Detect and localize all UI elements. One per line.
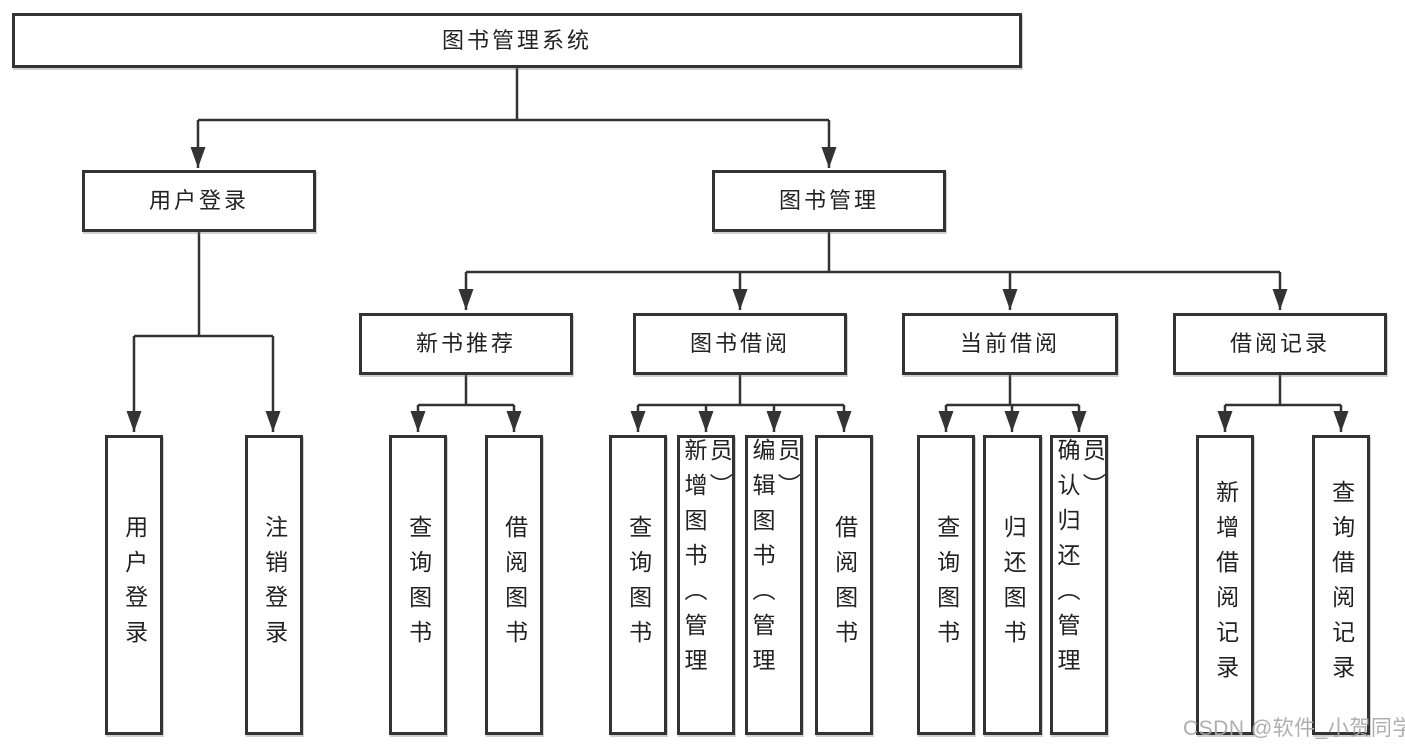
node-label: 确认归还（管理员）	[1054, 438, 1106, 683]
node-label: 查询图书	[933, 515, 960, 655]
node-root: 图书管理系统	[12, 13, 1022, 68]
leaf-borrow-books-recommend: 借阅图书	[485, 435, 543, 735]
node-new-book-recommendation: 新书推荐	[359, 313, 573, 375]
node-book-borrowing: 图书借阅	[633, 313, 847, 375]
leaf-query-books-current: 查询图书	[917, 435, 975, 735]
node-label: 用户登录	[121, 515, 148, 655]
node-label: 图书借阅	[689, 331, 790, 356]
node-label: 图书管理	[778, 188, 879, 213]
node-label: 图书管理系统	[441, 27, 592, 53]
node-label: 新书推荐	[415, 331, 516, 356]
node-user-login: 用户登录	[82, 170, 316, 232]
leaf-query-books-borrowing: 查询图书	[609, 435, 667, 735]
node-label: 借阅图书	[831, 515, 858, 655]
node-label: 用户登录	[148, 188, 249, 213]
node-label: 当前借阅	[959, 331, 1060, 356]
leaf-query-books-recommend: 查询图书	[389, 435, 447, 735]
leaf-edit-books-admin: 编辑图书（管理员）	[745, 435, 803, 735]
node-label: 新增图书（管理员）	[681, 438, 733, 683]
leaf-return-books: 归还图书	[983, 435, 1042, 735]
leaf-add-borrow-record: 新增借阅记录	[1196, 435, 1254, 735]
node-label: 新增借阅记录	[1212, 480, 1239, 690]
leaf-borrow-books: 借阅图书	[815, 435, 873, 735]
node-borrowing-records: 借阅记录	[1173, 313, 1387, 375]
node-label: 借阅图书	[501, 515, 528, 655]
node-label: 查询图书	[405, 515, 432, 655]
watermark: CSDN @软件_小贺同学	[1183, 717, 1405, 740]
node-book-management: 图书管理	[712, 170, 946, 232]
leaf-confirm-return-admin: 确认归还（管理员）	[1050, 435, 1108, 735]
leaf-add-books-admin: 新增图书（管理员）	[677, 435, 735, 735]
node-current-borrowing: 当前借阅	[902, 313, 1118, 375]
node-label: 借阅记录	[1229, 331, 1330, 356]
leaf-query-borrow-record: 查询借阅记录	[1312, 435, 1370, 735]
node-label: 查询图书	[625, 515, 652, 655]
leaf-user-login: 用户登录	[105, 435, 163, 735]
node-label: 查询借阅记录	[1328, 480, 1355, 690]
node-label: 归还图书	[1000, 515, 1027, 655]
node-label: 注销登录	[261, 515, 288, 655]
leaf-logout: 注销登录	[245, 435, 303, 735]
node-label: 编辑图书（管理员）	[749, 438, 801, 683]
